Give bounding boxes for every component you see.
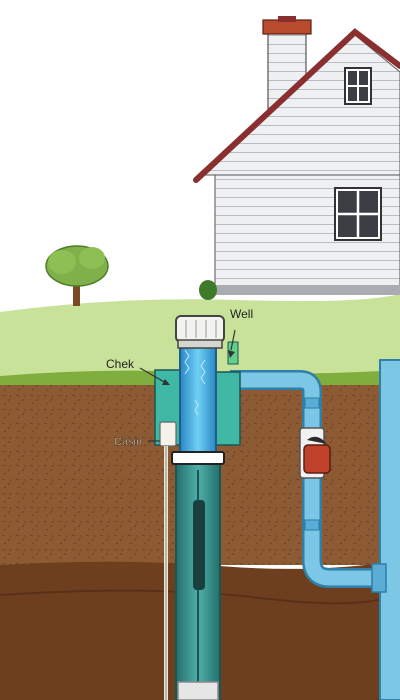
check-valve-icon bbox=[299, 427, 331, 479]
lower-window bbox=[334, 187, 382, 241]
check-leader-arrow bbox=[162, 379, 170, 385]
callouts bbox=[139, 329, 236, 442]
soil-stratum-line bbox=[0, 589, 400, 605]
check-label: Chek bbox=[106, 357, 135, 371]
conduit bbox=[159, 421, 177, 700]
chimney-cap bbox=[262, 19, 312, 35]
junction-box bbox=[159, 421, 177, 447]
casing-label: Casin bbox=[114, 436, 142, 448]
well-leader-line bbox=[230, 329, 236, 351]
submersible-pump bbox=[193, 500, 205, 590]
well-leader-arrow bbox=[228, 350, 235, 358]
well-label: Well bbox=[230, 307, 253, 321]
house-icon bbox=[193, 16, 400, 300]
house-riser-pipe bbox=[379, 359, 400, 700]
casing-collar bbox=[171, 451, 225, 465]
roof-edge bbox=[193, 28, 400, 183]
casing-base bbox=[177, 681, 219, 700]
shrub bbox=[199, 280, 217, 300]
well-cap-icon bbox=[175, 315, 225, 349]
pipe-fitting bbox=[371, 563, 387, 593]
water-column bbox=[179, 334, 217, 461]
chimney-top bbox=[278, 16, 296, 22]
upper-window bbox=[344, 67, 372, 105]
water-line bbox=[230, 359, 400, 700]
tree-icon bbox=[45, 245, 109, 306]
pipe-coupling bbox=[304, 519, 320, 531]
well-casing bbox=[175, 451, 221, 700]
house-foundation bbox=[215, 285, 400, 295]
pipe-coupling bbox=[304, 397, 320, 409]
check-leader-line bbox=[139, 367, 167, 384]
water-ripples bbox=[184, 349, 206, 416]
